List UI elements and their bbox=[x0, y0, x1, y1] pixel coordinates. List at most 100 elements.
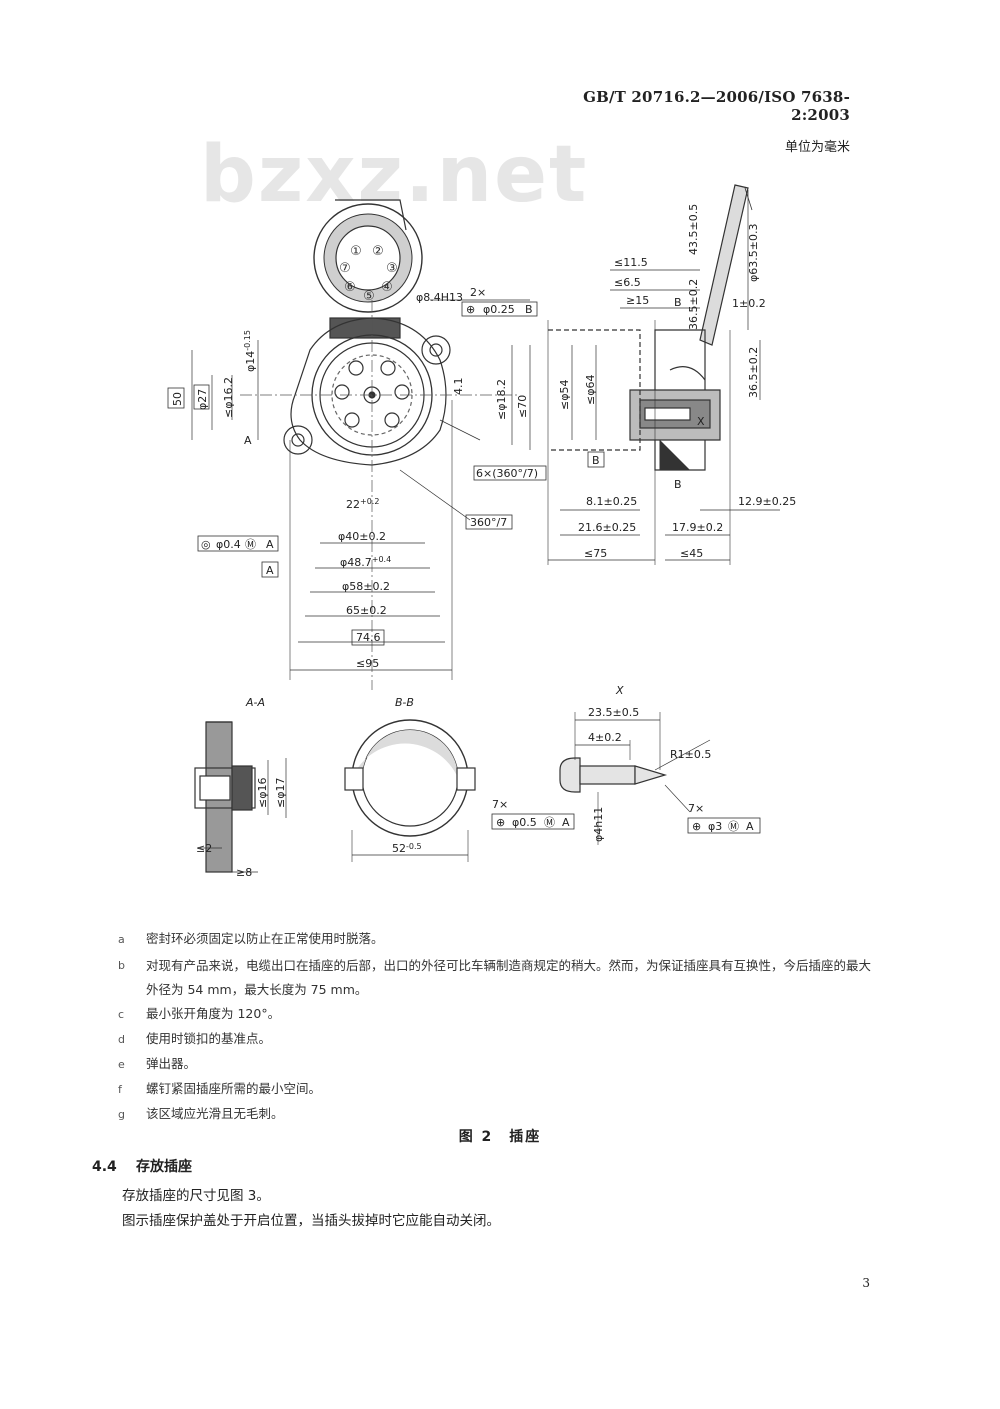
tol-pos-a-symbol: ⊕ bbox=[496, 816, 505, 829]
tol-count-a: 7× bbox=[492, 798, 508, 811]
footnote-text: 该区域应光滑且无毛刺。 bbox=[146, 1106, 284, 1121]
pin-label: ③ bbox=[386, 261, 398, 276]
dim-4h11: φ4h11 bbox=[592, 807, 605, 842]
pin-label: ⑥ bbox=[344, 280, 356, 295]
tol-conc-ref: A bbox=[266, 538, 274, 551]
dim-54a: ≤φ54 bbox=[558, 380, 571, 410]
dim-4-1: 4.1 bbox=[452, 378, 465, 396]
footnote-key: a bbox=[118, 933, 125, 946]
dim-21-6: 21.6±0.25 bbox=[578, 521, 636, 534]
dim-36-5a: 36.5±0.2 bbox=[687, 279, 700, 330]
dim-2: ≤2 bbox=[196, 842, 212, 855]
dim-75: ≤75 bbox=[584, 547, 607, 560]
dim-48: φ48.7+0.4 bbox=[340, 555, 391, 569]
tol-b-m: Ⓜ bbox=[728, 820, 739, 833]
footnote-key: e bbox=[118, 1058, 125, 1071]
footnote-key: d bbox=[118, 1033, 125, 1046]
footnote-text: 对现有产品来说，电缆出口在插座的后部，出口的外径可比车辆制造商规定的稍大。然而，… bbox=[146, 958, 872, 997]
tol-b: φ3 bbox=[708, 820, 722, 833]
tol-conc-symbol: ◎ bbox=[201, 538, 211, 551]
section-bb-title: B-B bbox=[395, 696, 414, 709]
dim-95: ≤95 bbox=[356, 657, 379, 670]
dim-1: 1±0.2 bbox=[732, 297, 766, 310]
tol-ref-b: B bbox=[525, 303, 533, 316]
dim-36-5b: 36.5±0.2 bbox=[747, 347, 760, 398]
dim-70: ≤70 bbox=[516, 395, 529, 418]
dim-40: φ40±0.2 bbox=[338, 530, 386, 543]
dim-17-9: 17.9±0.2 bbox=[672, 521, 723, 534]
footnote-text: 弹出器。 bbox=[146, 1056, 197, 1071]
dim-63-5: φ63.5±0.3 bbox=[747, 224, 760, 282]
footnote-text: 最小张开角度为 120°。 bbox=[146, 1006, 281, 1021]
tol-a-m: Ⓜ bbox=[544, 816, 555, 829]
footnote-text: 螺钉紧固插座所需的最小空间。 bbox=[146, 1081, 322, 1096]
dim-12-9: 12.9±0.25 bbox=[738, 495, 796, 508]
pin-label: ② bbox=[372, 244, 384, 259]
tol-conc-m: Ⓜ bbox=[245, 538, 256, 551]
dim-15: ≥15 bbox=[626, 294, 649, 307]
dim-23-5: 23.5±0.5 bbox=[588, 706, 639, 719]
dim-360-7: 360°/7 bbox=[470, 516, 507, 529]
footnote-text: 密封环必须固定以防止在正常使用时脱落。 bbox=[146, 931, 384, 946]
tol-count-b: 7× bbox=[688, 802, 704, 815]
pin-label: ⑦ bbox=[339, 261, 351, 276]
pin-label: ① bbox=[350, 244, 362, 259]
footnote-g: g 该区域应光滑且无毛刺。 bbox=[118, 1103, 284, 1122]
section-number: 4.4 bbox=[92, 1159, 117, 1175]
standard-code: GB/T 20716.2—2006/ISO 7638-2:2003 bbox=[583, 88, 850, 124]
datum-b: B bbox=[592, 454, 600, 467]
dim-4: 4±0.2 bbox=[588, 731, 622, 744]
dim-16-2: ≤φ16.2 bbox=[222, 377, 235, 418]
dim-r1: R1±0.5 bbox=[670, 748, 711, 761]
dim-58: φ58±0.2 bbox=[342, 580, 390, 593]
dim-16: ≤φ16 bbox=[256, 778, 269, 808]
dim-6x: 6×(360°/7) bbox=[476, 467, 538, 480]
dim-22: 22+0.2 bbox=[346, 497, 379, 511]
unit-note: 单位为毫米 bbox=[784, 140, 850, 155]
socket-technical-drawing: ① ② ⑦ ③ ⑥ ④ ⑤ φ8.4H13 2× ⊕ φ0.25 B φ14-0… bbox=[167, 184, 796, 879]
dim-43-5: 43.5±0.5 bbox=[687, 204, 700, 255]
paragraph: 图示插座保护盖处于开启位置，当插头拔掉时它应能自动关闭。 bbox=[122, 1213, 500, 1229]
footnote-key: g bbox=[118, 1108, 125, 1121]
dim-17: ≤φ17 bbox=[274, 778, 287, 808]
tol-b-ref: A bbox=[746, 820, 754, 833]
tol-count: 2× bbox=[470, 286, 486, 299]
footnote-a: a 密封环必须固定以防止在正常使用时脱落。 bbox=[118, 928, 878, 947]
section-heading: 4.4 存放插座 bbox=[92, 1156, 192, 1176]
dim-27: φ27 bbox=[196, 389, 209, 410]
dim-18-2: ≤φ18.2 bbox=[495, 379, 508, 420]
detail-x-title: X bbox=[615, 684, 624, 697]
dim-52: 52-0.5 bbox=[392, 842, 422, 855]
tol-conc: φ0.4 bbox=[216, 538, 241, 551]
dim-11-5: ≤11.5 bbox=[614, 256, 648, 269]
dim-6-5: ≤6.5 bbox=[614, 276, 641, 289]
dim-bore: φ8.4H13 bbox=[416, 291, 463, 304]
label-b-bottom: B bbox=[674, 478, 682, 491]
footnote-e: e 弹出器。 bbox=[118, 1053, 196, 1072]
section-aa-title: A-A bbox=[245, 696, 265, 709]
dim-45: ≤45 bbox=[680, 547, 703, 560]
footnote-b: b 对现有产品来说，电缆出口在插座的后部，出口的外径可比车辆制造商规定的稍大。然而… bbox=[118, 954, 878, 1002]
section-title: 存放插座 bbox=[136, 1159, 192, 1175]
pin-label: ⑤ bbox=[363, 289, 375, 304]
paragraph: 存放插座的尺寸见图 3。 bbox=[122, 1188, 270, 1204]
dim-a-mark: A bbox=[244, 434, 252, 447]
datum-a: A bbox=[266, 564, 274, 577]
tol-a: φ0.5 bbox=[512, 816, 537, 829]
watermark: bzxz.net bbox=[200, 130, 589, 220]
dim-8: ≥8 bbox=[236, 866, 252, 879]
dim-74-6: 74.6 bbox=[356, 631, 381, 644]
dim-65: 65±0.2 bbox=[346, 604, 387, 617]
footnote-key: b bbox=[118, 959, 125, 972]
tol-pos-symbol: ⊕ bbox=[466, 303, 475, 316]
dim-8-1: 8.1±0.25 bbox=[586, 495, 637, 508]
dim-64: ≤φ64 bbox=[584, 375, 597, 405]
pin-label: ④ bbox=[381, 280, 393, 295]
page-number: 3 bbox=[862, 1276, 870, 1290]
tol-pos: φ0.25 bbox=[483, 303, 515, 316]
figure-caption: 图 2 插座 bbox=[458, 1129, 542, 1145]
label-b-top: B bbox=[674, 296, 682, 309]
